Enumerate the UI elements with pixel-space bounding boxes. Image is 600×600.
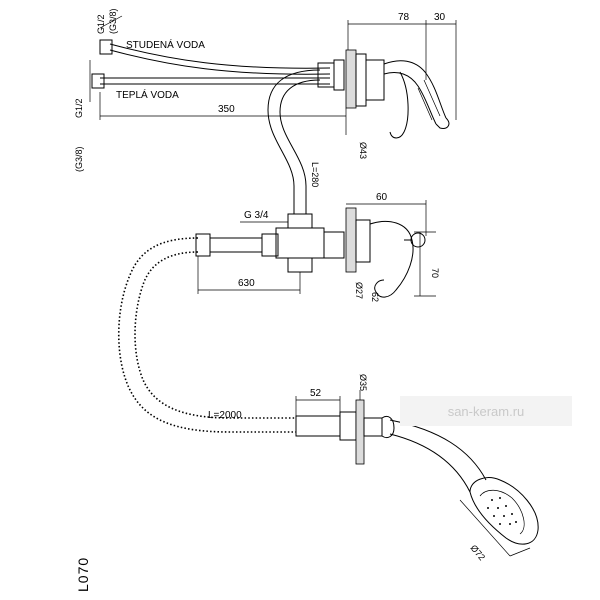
dim-78-label: 78 (398, 12, 410, 23)
g34-label: G 3/4 (244, 210, 269, 221)
shower-nozzles (487, 497, 517, 525)
dim-60-label: 60 (376, 192, 388, 203)
watermark: san-keram.ru (400, 396, 572, 426)
dim-62-label: 62 (370, 292, 380, 302)
spiral-hose (117, 237, 296, 433)
dim-l280-label: L=280 (310, 162, 320, 187)
dia-72-label: Ø72 (468, 543, 487, 562)
dim-70-label: 70 (430, 268, 440, 278)
dia-43-label: Ø43 (358, 142, 368, 159)
g38-left-label: (G3/8) (74, 146, 84, 172)
dia-35-label: Ø35 (358, 374, 368, 391)
dim-350-label: 350 (218, 104, 235, 115)
top-mixer (89, 15, 457, 214)
dim-52-label: 52 (310, 388, 322, 399)
product-code: L070 (75, 557, 91, 592)
dimension-labels: 78 30 G1/2 (G3/8) STUDENÁ VODA TEPLÁ VOD… (74, 8, 487, 592)
g12-top-label: G1/2 (96, 14, 106, 34)
shower-outlet (295, 390, 539, 557)
watermark-text: san-keram.ru (448, 404, 525, 419)
tepla-voda-label: TEPLÁ VODA (116, 88, 179, 101)
dia-27-label: Ø27 (354, 282, 364, 299)
g12-left-label: G1/2 (74, 98, 84, 118)
dim-630-label: 630 (238, 278, 255, 289)
dim-30-label: 30 (434, 12, 446, 23)
diverter (195, 200, 436, 298)
studena-voda-label: STUDENÁ VODA (126, 38, 205, 51)
dim-l2000-label: L=2000 (208, 410, 242, 421)
g38-top-label: (G3/8) (108, 8, 118, 34)
